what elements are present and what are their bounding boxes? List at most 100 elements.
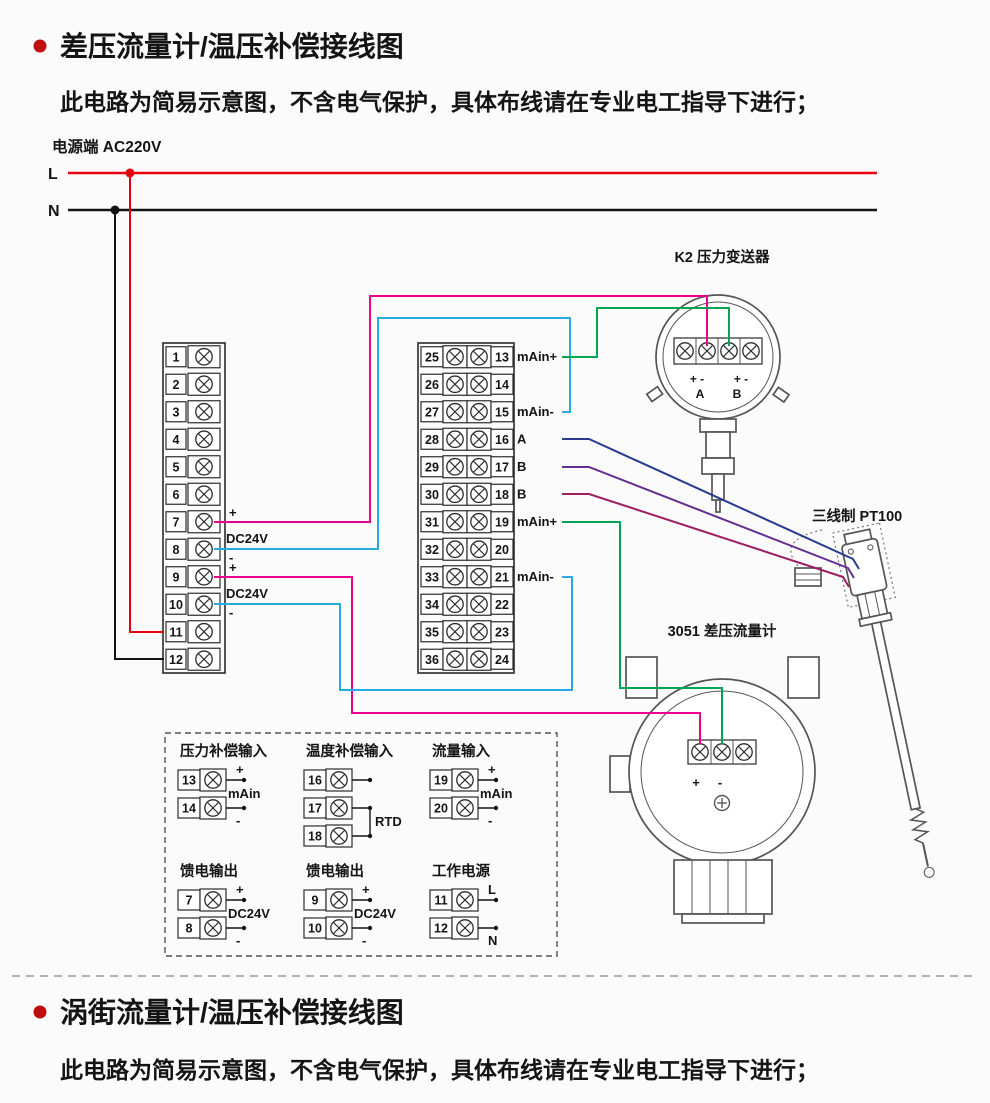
mid-terminal-number: 17 (495, 460, 509, 474)
screw-terminal-icon (446, 540, 464, 559)
screw-terminal-icon (691, 743, 709, 761)
mid-terminal-num-box (490, 456, 514, 478)
pt100-head-screw (867, 544, 874, 551)
screw-terminal-icon (470, 485, 488, 504)
screw-terminal-icon (204, 919, 222, 937)
flowmeter-minus-label: - (718, 775, 722, 790)
legend-stub-dot (493, 925, 499, 931)
left-terminal-num-box (165, 511, 187, 533)
legend-stub-dot (367, 777, 373, 783)
mid-terminal-num-box (490, 483, 514, 505)
left-terminal-number: 10 (169, 598, 183, 612)
legend-stub-dot (241, 805, 247, 811)
wire-n-to-terminal-12 (114, 210, 164, 660)
mid-terminal-number: 24 (495, 653, 509, 667)
signal-label-19: mAin+ (517, 514, 558, 529)
mid-terminal-number: 33 (425, 570, 439, 584)
legend-stub-dot (367, 897, 373, 903)
left-terminal-number: 2 (173, 378, 180, 392)
pt100-hex-line (864, 593, 871, 618)
mid-terminal-number: 30 (425, 488, 439, 502)
dc1-minus-label: - (229, 550, 233, 565)
screw-terminal-icon (204, 799, 222, 817)
mid-terminal-number: 29 (425, 460, 439, 474)
ground-screw-icon (713, 794, 731, 812)
screw-terminal-icon (470, 567, 488, 586)
screw-terminal-icon (470, 347, 488, 366)
screw-terminal-icon (446, 650, 464, 669)
screw-terminal-icon (195, 457, 213, 476)
mid-terminal-number: 22 (495, 598, 509, 612)
pt100-tip-ring (923, 866, 935, 878)
legend-stub-dot (493, 805, 499, 811)
legend-terminal-number: 17 (308, 802, 322, 816)
mid-terminal-number: 23 (495, 625, 509, 639)
screw-terminal-icon (446, 512, 464, 531)
left-terminal-num-box (165, 621, 187, 643)
legend-stub-dot (241, 897, 247, 903)
flowmeter-ear-left (625, 656, 658, 699)
flowmeter-body (673, 859, 773, 915)
k2-polarity-marks-2: + - (734, 372, 748, 386)
legend-terminal-tag: N (488, 933, 497, 948)
wire-rtd-a (562, 438, 860, 570)
legend-terminal-number: 10 (308, 922, 322, 936)
legend-terminal-number: 18 (308, 830, 322, 844)
legend-terminal-number: 14 (182, 802, 196, 816)
screw-terminal-icon (446, 402, 464, 421)
mid-terminal-number: 36 (425, 653, 439, 667)
screw-terminal-icon (456, 891, 474, 909)
left-terminal-number: 7 (173, 515, 180, 529)
left-terminal-number: 4 (173, 433, 180, 447)
screw-terminal-icon (676, 342, 694, 360)
pt100-probe: 三线制 PT100 (790, 507, 935, 878)
left-terminal-num-box (165, 538, 187, 560)
left-terminal-number: 8 (173, 543, 180, 557)
legend-groups: 压力补偿输入13+14-mAin温度补偿输入161718RTD流量输入19+20… (177, 742, 513, 948)
left-terminal-number: 5 (173, 460, 180, 474)
pt100-probe-shaft (870, 620, 922, 811)
left-terminal-block-frame (162, 342, 226, 674)
legend-group-title: 温度补偿输入 (306, 742, 393, 760)
legend-group-title: 流量输入 (432, 742, 490, 760)
k2-terminal-b-label: B (733, 387, 742, 401)
mid-terminal-num-box (490, 401, 514, 423)
legend-terminal-number: 7 (186, 894, 193, 908)
left-terminal-num-box (165, 648, 187, 670)
mid-terminal-number: 31 (425, 515, 439, 529)
screw-terminal-icon (446, 567, 464, 586)
screw-terminal-icon (195, 402, 213, 421)
section1-title: 差压流量计/温压补偿接线图 (60, 30, 404, 62)
section2-subtitle: 此电路为简易示意图，不含电气保护，具体布线请在专业电工指导下进行； (60, 1057, 819, 1083)
signal-label-16: A (517, 431, 527, 446)
screw-terminal-icon (470, 375, 488, 394)
mid-terminal-num-box (490, 511, 514, 533)
wire-l-to-terminal-11 (129, 173, 164, 633)
legend-mid-label: DC24V (354, 906, 396, 921)
dc2-minus-label: - (229, 605, 233, 620)
left-terminal-number: 12 (169, 653, 183, 667)
flowmeter-plus-label: + (692, 775, 700, 790)
legend-mid-label: DC24V (228, 906, 270, 921)
screw-terminal-icon (330, 771, 348, 789)
screw-terminal-icon (195, 430, 213, 449)
mid-terminal-num-box (490, 373, 514, 395)
mid-terminal-number: 18 (495, 488, 509, 502)
mid-terminal-number: 26 (425, 378, 439, 392)
mid-terminal-num-box (490, 621, 514, 643)
dc2-plus-label: + (229, 560, 237, 575)
mid-terminal-number: 16 (495, 433, 509, 447)
legend-dashed-box (164, 732, 558, 957)
legend-terminal-tag: - (236, 813, 240, 828)
wire-rtd-b1 (562, 466, 855, 579)
left-terminal-num-box (165, 373, 187, 395)
screw-terminal-icon (195, 375, 213, 394)
legend-terminal-number: 9 (312, 894, 319, 908)
mid-terminal-number: 25 (425, 350, 439, 364)
